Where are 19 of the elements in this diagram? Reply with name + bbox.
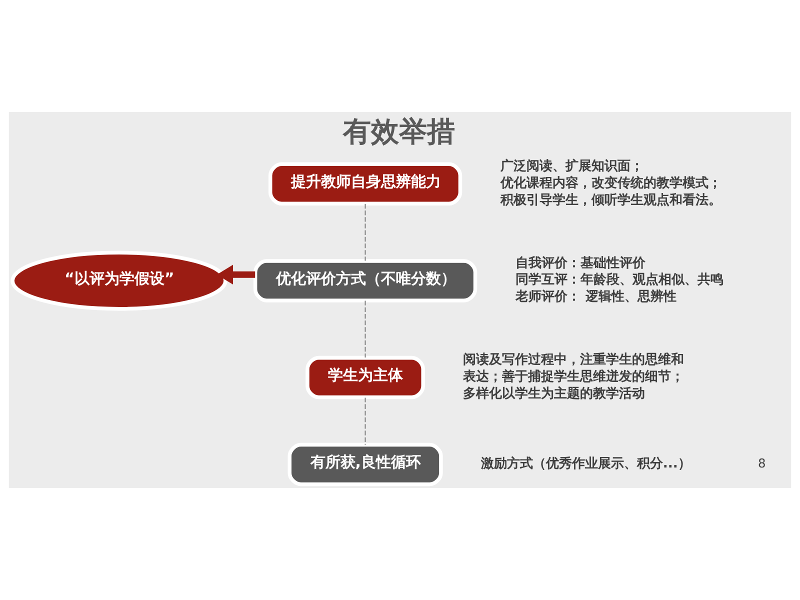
connector [364, 204, 366, 261]
node-box: 有所获,良性循环 [288, 442, 443, 486]
node-label: 自我评价：基础性评价 [516, 256, 646, 271]
node-label: 积极引导学生，倾听学生观点和看法。 [500, 192, 722, 208]
node-box: 提升教师自身思辨能力 [268, 162, 462, 206]
node-label: 激励方式（优秀作业展示、积分...） [480, 456, 691, 472]
diagram-title: 有效举措 [343, 115, 456, 148]
node-ellipse: “以评为学假设” [10, 250, 228, 311]
node-label: 老师评价： 逻辑性、思辨性 [516, 290, 676, 305]
label: 8 [758, 456, 766, 471]
node-label: 广泛阅读、扩展知识面； [500, 159, 644, 174]
connector [364, 398, 366, 445]
node-label: 优化课程内容，改变传统的教学模式； [500, 176, 722, 191]
arrow [216, 264, 256, 285]
node-box: 优化评价方式（不唯分数） [253, 259, 478, 302]
connector [364, 300, 366, 358]
node-label: 阅读及写作过程中，注重学生的思维和表达；善于捕捉学生思维迸发的细节；多样化以学生为主题的教学活动 [463, 352, 684, 402]
node-box: 学生为主体 [306, 356, 425, 400]
node-label: 同学互评：年龄段、观点相似、共鸣 [516, 272, 724, 288]
